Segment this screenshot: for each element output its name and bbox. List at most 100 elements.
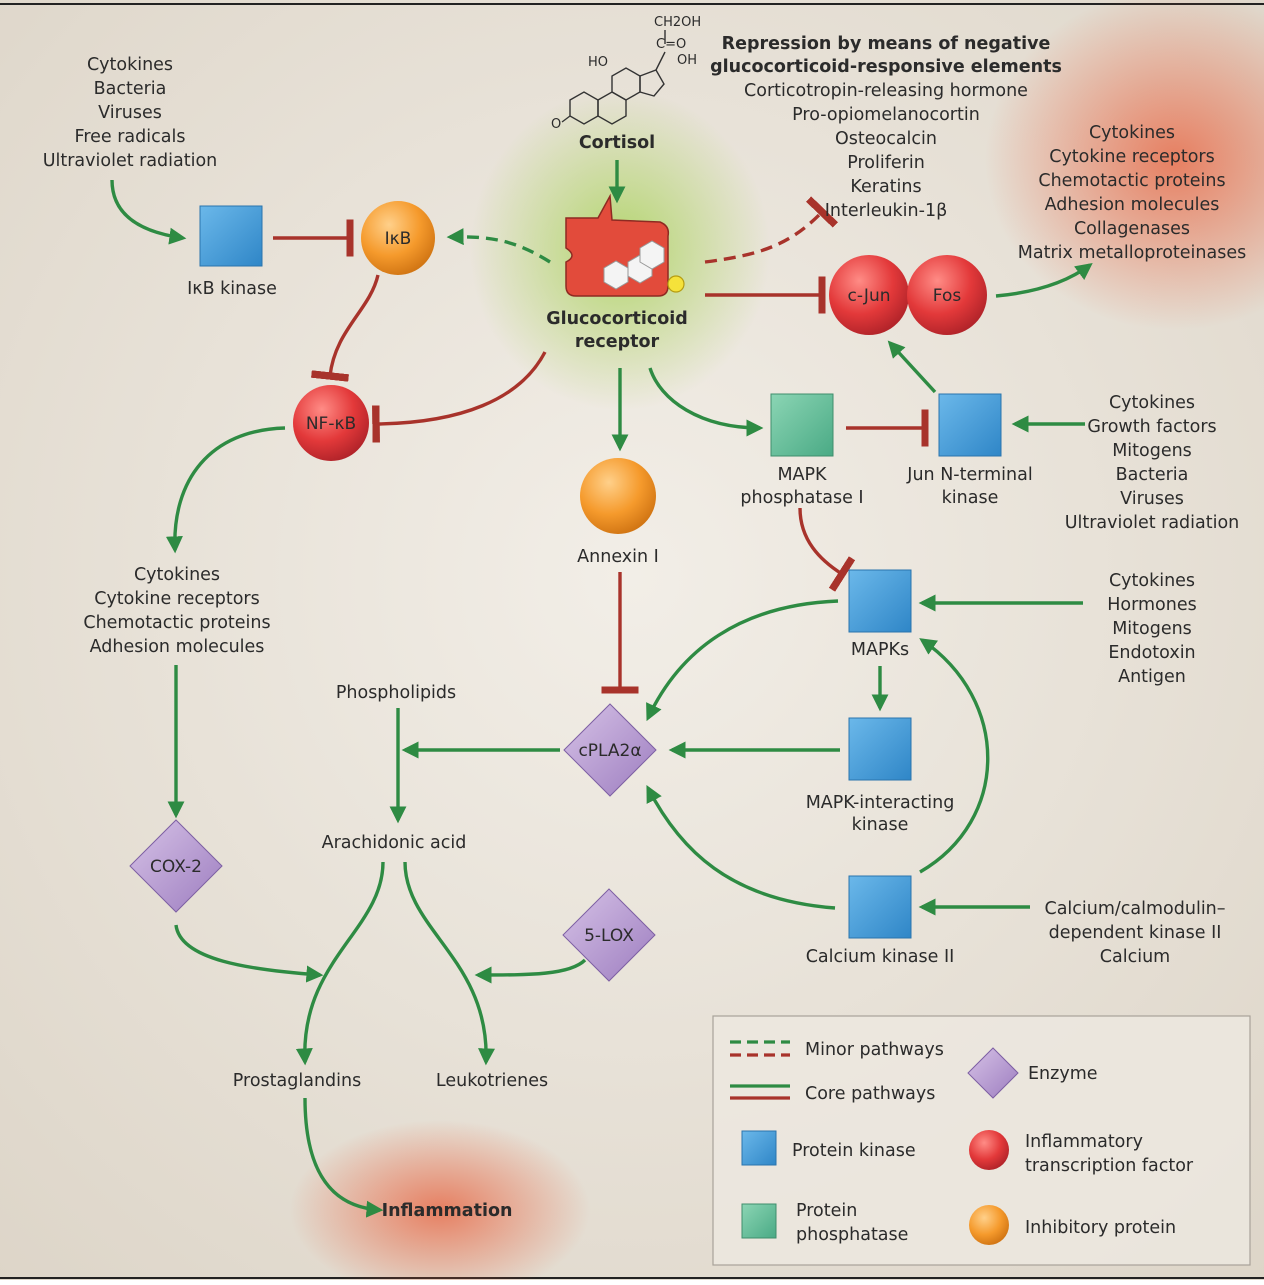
- camk-stimulus: Calcium/calmodulin–: [1044, 899, 1225, 919]
- jnk-stimulus: Ultraviolet radiation: [1065, 513, 1240, 533]
- mapk-stimulus: Cytokines: [1109, 571, 1195, 591]
- phospholipids-label: Phospholipids: [336, 683, 456, 703]
- jnk-label-1: Jun N-terminal: [906, 465, 1032, 485]
- ikb-stimulus: Bacteria: [94, 79, 167, 99]
- ikb-stimulus: Viruses: [98, 103, 162, 123]
- legend-core-label: Core pathways: [805, 1084, 935, 1104]
- nfkb-target: Adhesion molecules: [90, 637, 265, 657]
- lox-to-leukotrienes: [474, 958, 587, 984]
- jnk-stimuli-list: Cytokines Growth factors Mitogens Bacter…: [1065, 393, 1240, 533]
- ikb-stimuli-list: Cytokines Bacteria Viruses Free radicals…: [43, 55, 218, 171]
- mapk-stimulus: Antigen: [1118, 667, 1186, 687]
- jnk-stimulus: Mitogens: [1112, 441, 1192, 461]
- cortisol-ho: HO: [588, 55, 608, 70]
- mapk-phosphatase-square: [770, 393, 834, 457]
- cjun-label: c-Jun: [848, 286, 891, 306]
- jnk-stimulus: Bacteria: [1116, 465, 1189, 485]
- keto-bond: [561, 115, 571, 123]
- ap1-to-targets: [995, 262, 1093, 298]
- cortisol-molecule: [561, 30, 666, 125]
- camk-stimulus: dependent kinase II: [1049, 923, 1222, 943]
- camk-to-cpla2: [646, 784, 836, 910]
- jnk-square: [938, 393, 1002, 457]
- prostaglandins-label: Prostaglandins: [233, 1071, 361, 1091]
- leukotrienes-label: Leukotrienes: [436, 1071, 548, 1091]
- side-chain: [655, 51, 666, 71]
- cortisol-ch2oh: CH2OH: [654, 15, 701, 30]
- mapks-square: [848, 569, 912, 633]
- camk-label: Calcium kinase II: [806, 947, 955, 967]
- legend-enzyme-diamond: [967, 1047, 1019, 1099]
- ap1-target: Cytokine receptors: [1049, 147, 1215, 167]
- jnk-label-2: kinase: [942, 488, 999, 508]
- jnk-stimulus: Growth factors: [1087, 417, 1216, 437]
- repression-item: Corticotropin-releasing hormone: [744, 81, 1028, 101]
- mnk-label-1: MAPK-interacting: [806, 793, 955, 813]
- lox5-label: 5-LOX: [584, 926, 634, 946]
- nfkb-target-list: Cytokines Cytokine receptors Chemotactic…: [83, 565, 270, 657]
- receptor-inhibits-nfkb: [372, 351, 547, 443]
- legend-phosphatase-square: [741, 1203, 777, 1239]
- mapk-stimulus: Hormones: [1107, 595, 1196, 615]
- legend-transcription-ball: [969, 1130, 1009, 1170]
- camk-stimuli-list: Calcium/calmodulin– dependent kinase II …: [1044, 899, 1225, 967]
- repression-item: Interleukin-1β: [825, 201, 948, 221]
- camk-to-mapks: [919, 638, 990, 874]
- legend-transcription-label-2: transcription factor: [1025, 1156, 1194, 1176]
- jnk-stimulus: Cytokines: [1109, 393, 1195, 413]
- fos-ball: [907, 255, 987, 335]
- cox2-diamond: [129, 819, 223, 913]
- legend-transcription-label-1: Inflammatory: [1025, 1132, 1143, 1152]
- receptor-steroid-ring-1: [603, 260, 629, 290]
- mapks-to-cpla2: [646, 599, 839, 722]
- repression-item: Pro-opiomelanocortin: [792, 105, 980, 125]
- cortisol-o: O: [551, 117, 561, 132]
- cpla2-diamond: [563, 703, 657, 797]
- cox2-label: COX-2: [150, 857, 202, 877]
- legend-kinase-square: [741, 1130, 777, 1166]
- mapk-stimulus: Mitogens: [1112, 619, 1192, 639]
- legend: Minor pathways Core pathways Enzyme Prot…: [712, 1015, 1251, 1266]
- ikb-stimulus: Cytokines: [87, 55, 173, 75]
- annexin-label: Annexin I: [577, 547, 659, 567]
- nfkb-to-targets: [165, 426, 286, 554]
- cpla2-label: cPLA2α: [578, 741, 641, 761]
- cox2-to-prostaglandins: [174, 924, 324, 983]
- receptor-label-2: receptor: [575, 332, 660, 352]
- nfkb-label: NF-κB: [306, 414, 356, 434]
- mapk-phosphatase-label-1: MAPK: [777, 465, 827, 485]
- ikb-stimulus: Free radicals: [75, 127, 186, 147]
- ikb-kinase-label: IκB kinase: [187, 279, 277, 299]
- arachidonic-acid-label: Arachidonic acid: [322, 833, 467, 853]
- arachidonic-to-prostaglandins: [295, 861, 385, 1066]
- annexin-ball: [580, 458, 656, 534]
- legend-enzyme-label: Enzyme: [1028, 1064, 1098, 1084]
- fos-label: Fos: [933, 286, 962, 306]
- mapks-label: MAPKs: [851, 640, 909, 660]
- cortisol-label: Cortisol: [579, 133, 655, 153]
- repression-list: Repression by means of negative glucocor…: [710, 34, 1062, 221]
- ikb-label: IκB: [385, 229, 412, 249]
- receptor-represses-genes: [704, 196, 839, 264]
- cjun-ball: [829, 255, 909, 335]
- ikb-stimulus: Ultraviolet radiation: [43, 151, 218, 171]
- ring-d: [639, 69, 665, 97]
- pathways: [110, 160, 1093, 1218]
- cortisol-oh: OH: [677, 53, 697, 68]
- camk-square: [848, 875, 912, 939]
- camk-stimulus: Calcium: [1100, 947, 1170, 967]
- stimuli-to-ikb-kinase: [110, 179, 187, 245]
- legend-inhibitory-label: Inhibitory protein: [1025, 1218, 1176, 1238]
- legend-phosphatase-label-1: Protein: [796, 1201, 857, 1221]
- inflammation-glow: [290, 1120, 590, 1285]
- lox5-diamond: [562, 888, 656, 982]
- receptor-to-mapk-phosphatase: [648, 367, 764, 437]
- receptor-label-1: Glucocorticoid: [546, 309, 688, 329]
- receptor-steroid-ring-3: [639, 240, 665, 270]
- glucocorticoid-receptor: [565, 193, 685, 297]
- repression-item: Proliferin: [847, 153, 925, 173]
- mnk-label-2: kinase: [852, 815, 909, 835]
- ikb-kinase-square: [199, 205, 263, 267]
